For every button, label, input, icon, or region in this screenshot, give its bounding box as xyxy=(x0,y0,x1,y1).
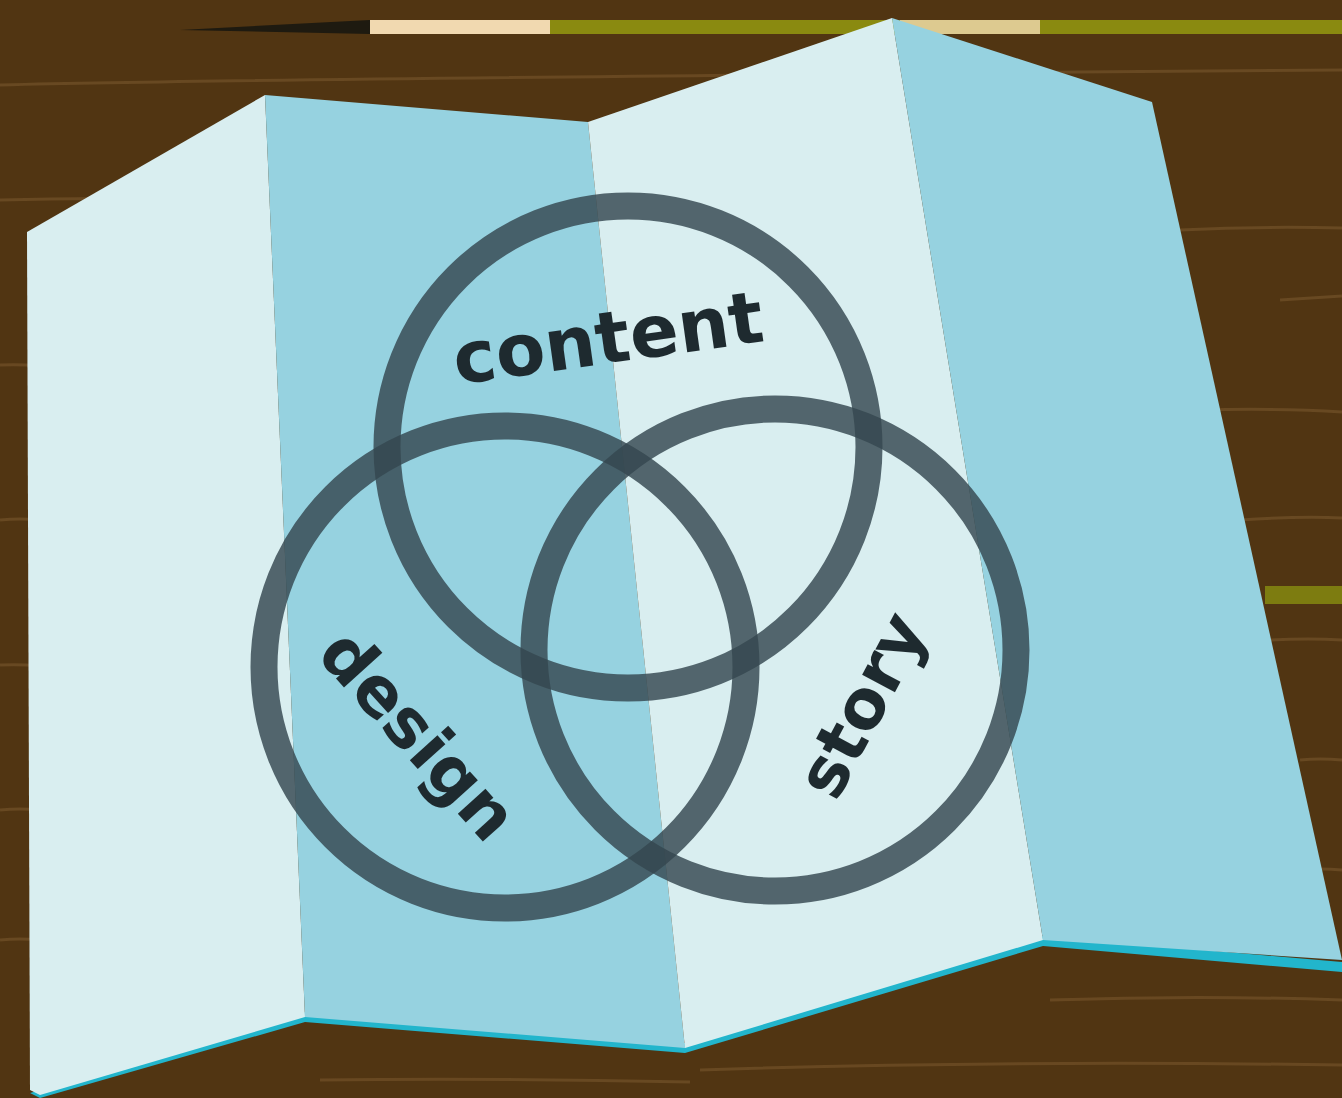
set-label: design xyxy=(307,617,529,853)
set-label: content xyxy=(448,281,767,396)
pencil xyxy=(370,20,550,34)
circle-outline xyxy=(518,393,1032,907)
circle-ring xyxy=(264,426,746,908)
pencil-stub xyxy=(1265,586,1342,604)
label-holder: design xyxy=(307,617,529,853)
folded-map xyxy=(27,18,1342,1098)
label-holder: content xyxy=(448,281,767,396)
label-holder: story xyxy=(786,602,939,808)
venn-circle: design xyxy=(248,410,762,924)
circle-ring xyxy=(534,409,1016,891)
set-label: story xyxy=(786,602,939,808)
venn-circle: story xyxy=(518,393,1032,907)
